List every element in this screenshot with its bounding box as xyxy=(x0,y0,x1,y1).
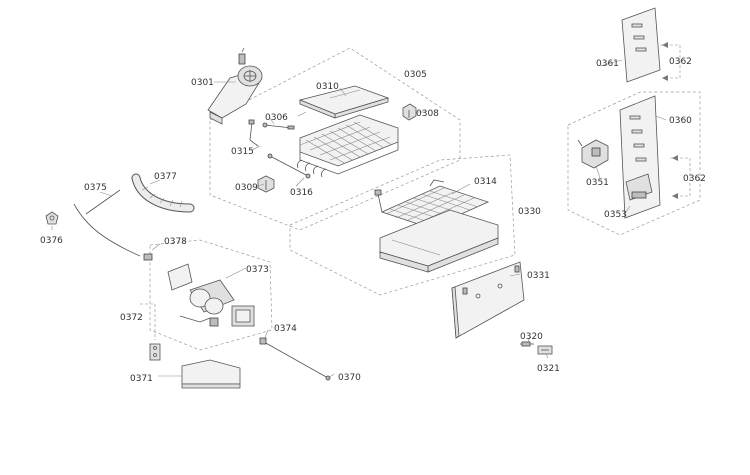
group-box-0360 xyxy=(567,91,701,236)
thermostat-0315 xyxy=(248,119,259,147)
label-0360: 0360 xyxy=(669,116,692,126)
label-0308: 0308 xyxy=(416,109,439,119)
heater-0316 xyxy=(267,153,311,179)
clip-0376 xyxy=(45,211,59,225)
bracket-0362a xyxy=(660,44,681,79)
label-0378: 0378 xyxy=(164,237,187,247)
label-0309: 0309 xyxy=(235,183,258,193)
label-0371: 0371 xyxy=(130,374,153,384)
label-0361: 0361 xyxy=(596,59,619,69)
group-box-0305 xyxy=(209,47,461,231)
label-0362-lower: 0362 xyxy=(683,174,706,184)
cover-panel-0310 xyxy=(298,85,390,119)
label-0353: 0353 xyxy=(604,210,627,220)
label-0351: 0351 xyxy=(586,178,609,188)
evaporator-0314 xyxy=(374,179,490,229)
label-0305: 0305 xyxy=(404,70,427,80)
fan-assembly-0301 xyxy=(207,47,263,125)
label-0315: 0315 xyxy=(231,147,254,157)
label-0370: 0370 xyxy=(338,373,361,383)
bracket-0371 xyxy=(149,343,241,389)
sensor-0306 xyxy=(262,122,295,130)
label-0377: 0377 xyxy=(154,172,177,182)
label-0375: 0375 xyxy=(84,183,107,193)
label-0316: 0316 xyxy=(290,188,313,198)
label-0310: 0310 xyxy=(316,82,339,92)
label-0301: 0301 xyxy=(191,78,214,88)
back-panel-0331 xyxy=(451,261,525,339)
label-0321: 0321 xyxy=(537,364,560,374)
label-0320: 0320 xyxy=(520,332,543,342)
rod-0370 xyxy=(259,337,331,381)
fuse-holder-0321 xyxy=(537,345,553,355)
duct-0377 xyxy=(131,173,195,213)
label-0376: 0376 xyxy=(40,236,63,246)
water-valve-0373 xyxy=(167,263,255,327)
rear-panel-0361 xyxy=(621,7,661,83)
connector-0378 xyxy=(143,253,153,261)
evaporator-0305 xyxy=(297,114,399,178)
connector-0309 xyxy=(257,175,275,193)
clip-0308 xyxy=(402,103,417,121)
damper-0351 xyxy=(577,139,609,169)
label-0374: 0374 xyxy=(274,324,297,334)
tube-0375 xyxy=(73,189,141,257)
label-0373: 0373 xyxy=(246,265,269,275)
rear-panel-0360 xyxy=(619,95,661,219)
label-0362-upper: 0362 xyxy=(669,57,692,67)
group-box-0372 xyxy=(149,239,273,351)
label-0314: 0314 xyxy=(474,177,497,187)
label-0330: 0330 xyxy=(518,207,541,217)
label-0306: 0306 xyxy=(265,113,288,123)
drip-tray-0330 xyxy=(379,209,499,273)
label-0372: 0372 xyxy=(120,313,143,323)
bracket-0362b xyxy=(670,157,691,197)
fuse-0320 xyxy=(520,341,534,347)
label-0331: 0331 xyxy=(527,271,550,281)
